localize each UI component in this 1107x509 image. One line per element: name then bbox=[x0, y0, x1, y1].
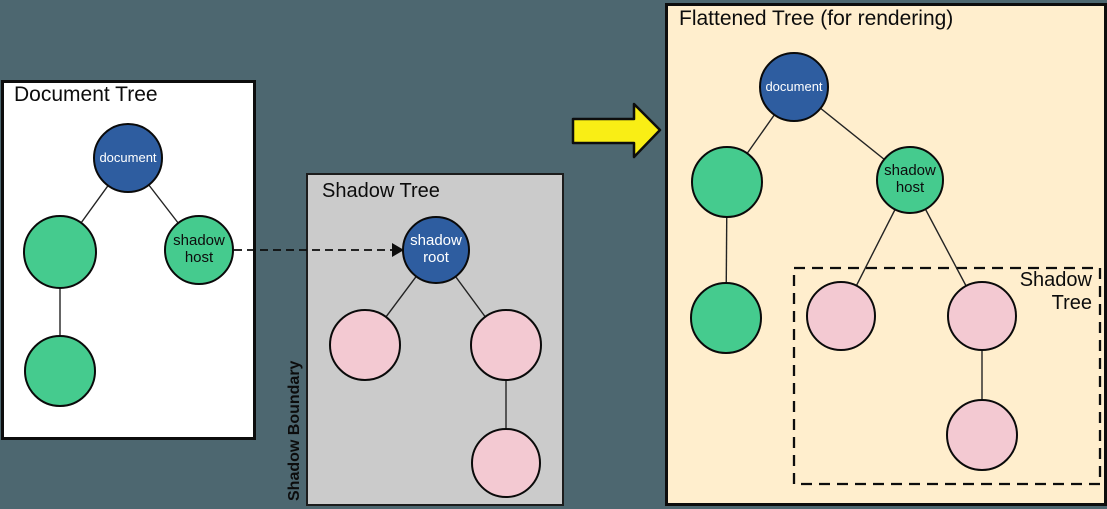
node-document-label: document bbox=[765, 78, 823, 94]
node-shadow-element bbox=[471, 428, 541, 498]
node-shadow-element bbox=[470, 309, 542, 381]
document-tree-title: Document Tree bbox=[14, 83, 158, 106]
node-document-label: document bbox=[99, 149, 157, 165]
flatten-arrow-icon bbox=[571, 102, 662, 159]
flattened-tree-title: Flattened Tree (for rendering) bbox=[679, 7, 954, 30]
flattened-tree-panel bbox=[665, 3, 1107, 506]
node-element bbox=[691, 146, 763, 218]
shadow-tree-title: Shadow Tree bbox=[322, 180, 440, 202]
node-shadow-host-label: shadow host bbox=[884, 162, 936, 196]
node-document: document bbox=[759, 52, 829, 122]
node-shadow-element bbox=[806, 281, 876, 351]
node-shadow-element bbox=[329, 309, 401, 381]
shadow-boundary-label: Shadow Boundary bbox=[286, 360, 303, 501]
node-shadow-element bbox=[946, 399, 1018, 471]
node-element bbox=[23, 215, 97, 289]
node-element bbox=[24, 335, 96, 407]
node-shadow-element bbox=[947, 281, 1017, 351]
node-shadow-root-label: shadow root bbox=[410, 232, 462, 266]
node-document: document bbox=[93, 123, 163, 193]
shadow-tree-box-label: Shadow Tree bbox=[1019, 269, 1092, 314]
node-element bbox=[690, 282, 762, 354]
node-shadow-host: shadow host bbox=[164, 215, 234, 285]
node-shadow-root: shadow root bbox=[402, 216, 470, 284]
node-shadow-host-label: shadow host bbox=[173, 232, 225, 266]
node-shadow-host: shadow host bbox=[876, 146, 944, 214]
